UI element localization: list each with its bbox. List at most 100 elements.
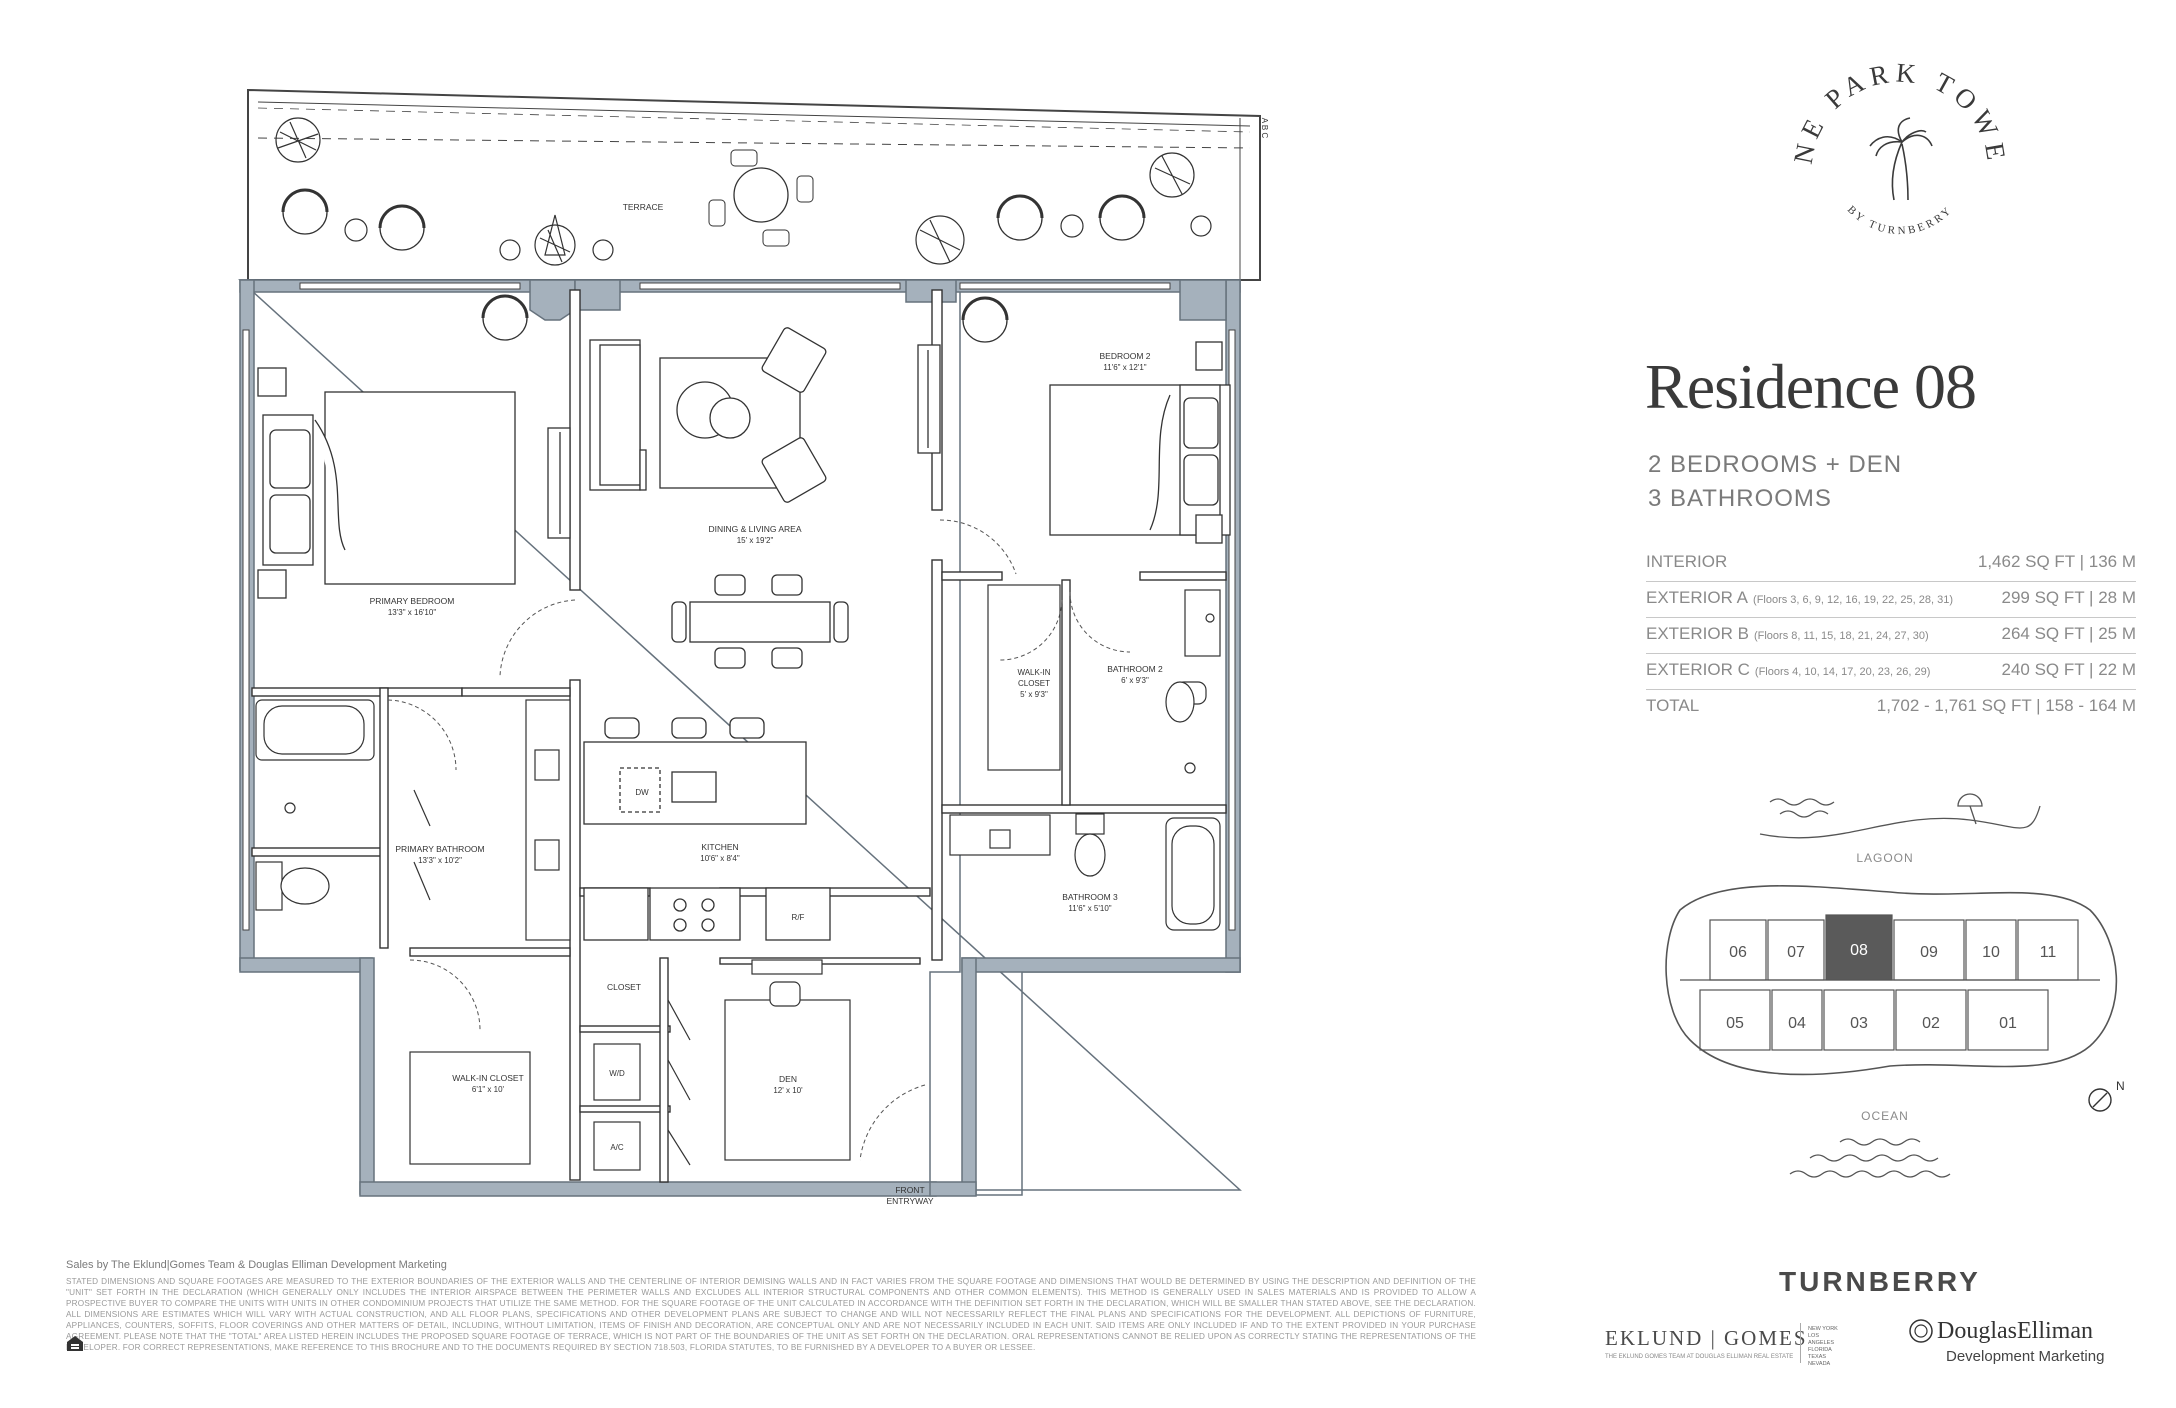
legal-disclaimer: Stated dimensions and square footages ar… [66, 1277, 1476, 1352]
area-row: EXTERIOR B (Floors 8, 11, 15, 18, 21, 24,… [1646, 618, 2136, 654]
area-value: 1,702 - 1,761 SQ FT | 158 - 164 M [1876, 696, 2136, 715]
area-table: INTERIOR 1,462 SQ FT | 136 M EXTERIOR A (… [1646, 546, 2136, 725]
lounge-chair-icon [378, 204, 426, 252]
front-label: FRONT [895, 1185, 924, 1195]
unit-02: 02 [1922, 1015, 1940, 1032]
unit-cells [1699, 914, 2079, 1051]
unit-06: 06 [1729, 944, 1747, 961]
north-arrow-icon [2088, 1088, 2112, 1112]
area-value: 240 SQ FT | 22 M [2001, 660, 2137, 679]
ocean-label: OCEAN [1861, 1109, 1909, 1123]
water-waves-icon [1759, 798, 2041, 839]
area-label: TOTAL [1646, 696, 1700, 715]
chair-icon [481, 294, 529, 342]
unit-11: 11 [2040, 944, 2057, 961]
unit-08-highlighted: 08 [1850, 942, 1868, 959]
area-label: EXTERIOR B [1646, 624, 1749, 643]
primary-bedroom-dim: 13'3" x 16'10" [388, 608, 436, 617]
sales-credit: Sales by The Eklund|Gomes Team & Douglas… [66, 1259, 447, 1271]
area-row: EXTERIOR A (Floors 3, 6, 9, 12, 16, 19, 2… [1646, 582, 2136, 618]
turnberry-logo: TURNBERRY [1779, 1266, 1981, 1297]
umbrella-icon [1957, 793, 1983, 825]
logo-arc-bottom: BY TURNBERRY [1845, 204, 1952, 238]
walkin-closet-label: WALK-IN CLOSET [452, 1073, 523, 1083]
unit-01: 01 [1999, 1015, 2017, 1032]
logo-arc-top: ONE PARK TOWER [1790, 50, 2006, 168]
area-floors: (Floors 3, 6, 9, 12, 16, 19, 22, 25, 28,… [1753, 594, 1953, 606]
bath2-dim: 6' x 9'3" [1121, 676, 1149, 685]
logo-divider [1800, 1323, 1801, 1363]
bedroom2-dim: 11'6" x 12'1" [1103, 363, 1146, 372]
lagoon-label: LAGOON [1856, 851, 1913, 865]
area-value: 299 SQ FT | 28 M [2001, 588, 2137, 607]
svg-text:BY TURNBERRY: BY TURNBERRY [1845, 204, 1955, 238]
unit-09: 09 [1920, 944, 1938, 961]
bathrooms-text: 3 BATHROOMS [1648, 485, 1832, 512]
area-floors: (Floors 4, 10, 14, 17, 20, 23, 26, 29) [1754, 666, 1931, 678]
laundry-icon [593, 999, 691, 1171]
eklund-gomes-logo: EKLUND | GOMES [1605, 1326, 1808, 1350]
area-row: EXTERIOR C (Floors 4, 10, 14, 17, 20, 23,… [1646, 654, 2136, 690]
side-table-icon [344, 218, 368, 242]
dw-label: DW [635, 788, 649, 797]
dining-table-icon [671, 574, 849, 669]
bath2-label: BATHROOM 2 [1107, 664, 1163, 674]
bedroom2-label: BEDROOM 2 [1099, 351, 1150, 361]
area-value: 1,462 SQ FT | 136 M [1977, 552, 2136, 571]
dining-dim: 15' x 19'2" [737, 536, 774, 545]
north-label: N [2116, 1079, 2125, 1093]
terrace: A B C TERRACE [247, 88, 1269, 281]
area-label: EXTERIOR C [1646, 660, 1750, 679]
closet-rods [987, 584, 1061, 771]
walkin-closet-dim: 6'1" x 10' [472, 1085, 505, 1094]
lounge-chair-icon [1098, 194, 1146, 242]
unit-03: 03 [1850, 1015, 1868, 1032]
door-swings [387, 519, 1131, 1161]
unit-05: 05 [1726, 1015, 1744, 1032]
primary-bath-dim: 13'3" x 10'2" [418, 856, 462, 865]
bath3-dim: 11'6" x 5'10" [1068, 904, 1111, 913]
den-dim: 12' x 10' [773, 1086, 803, 1095]
eklund-cities: NEW YORK LOS ANGELES FLORIDA TEXAS NEVAD… [1808, 1326, 1838, 1367]
unit-07: 07 [1787, 944, 1805, 961]
primary-bath-fixtures [255, 699, 571, 941]
terrace-label: TERRACE [623, 202, 664, 212]
bath3-label: BATHROOM 3 [1062, 892, 1118, 902]
palm-tree-icon [1869, 117, 1933, 201]
primary-bath-label: PRIMARY BATHROOM [395, 844, 484, 854]
douglas-elliman-icon [1909, 1319, 1933, 1343]
one-park-tower-logo: ONE PARK TOWER BY TURNBERRY [1790, 50, 2006, 238]
entryway-label: ENTRYWAY [886, 1196, 933, 1206]
chair-icon [796, 175, 814, 203]
area-value: 264 SQ FT | 25 M [2001, 624, 2137, 643]
area-floors: (Floors 8, 11, 15, 18, 21, 24, 27, 30) [1753, 630, 1929, 642]
closet-label: CLOSET [607, 982, 641, 992]
area-label: EXTERIOR A [1646, 588, 1749, 607]
walkin-closet-rods [409, 1051, 531, 1165]
walkin-dim: 5' x 9'3" [1020, 690, 1048, 699]
unit-04: 04 [1788, 1015, 1806, 1032]
floor-plan: A B C TERRACE [238, 88, 1269, 1206]
bed-2-icon [1049, 341, 1231, 544]
area-row: TOTAL 1,702 - 1,761 SQ FT | 158 - 164 M [1646, 690, 2136, 725]
sofa-icon [589, 327, 941, 503]
lounge-chair-icon [996, 194, 1044, 242]
kitchen-dim: 10'6" x 8'4" [700, 854, 740, 863]
walkin-label: WALK-IN [1017, 668, 1050, 677]
primary-bedroom-label: PRIMARY BEDROOM [370, 596, 455, 606]
windows [242, 282, 1236, 931]
chair-icon [762, 229, 790, 247]
lounge-chair-icon [281, 188, 329, 236]
den-label: DEN [779, 1074, 797, 1084]
ocean-waves-icon [1789, 1138, 1951, 1178]
area-row: INTERIOR 1,462 SQ FT | 136 M [1646, 546, 2136, 582]
primary-bed-icon [257, 367, 571, 599]
douglas-elliman-logo: DouglasElliman [1937, 1318, 2093, 1344]
equal-housing-icon [67, 1336, 83, 1351]
development-marketing: Development Marketing [1946, 1348, 2105, 1365]
ac-label: A/C [610, 1143, 624, 1152]
wd-label: W/D [609, 1069, 625, 1078]
chair-icon [730, 149, 758, 167]
bedrooms-text: 2 BEDROOMS + DEN [1648, 451, 1903, 478]
unit-10: 10 [1982, 944, 2000, 961]
